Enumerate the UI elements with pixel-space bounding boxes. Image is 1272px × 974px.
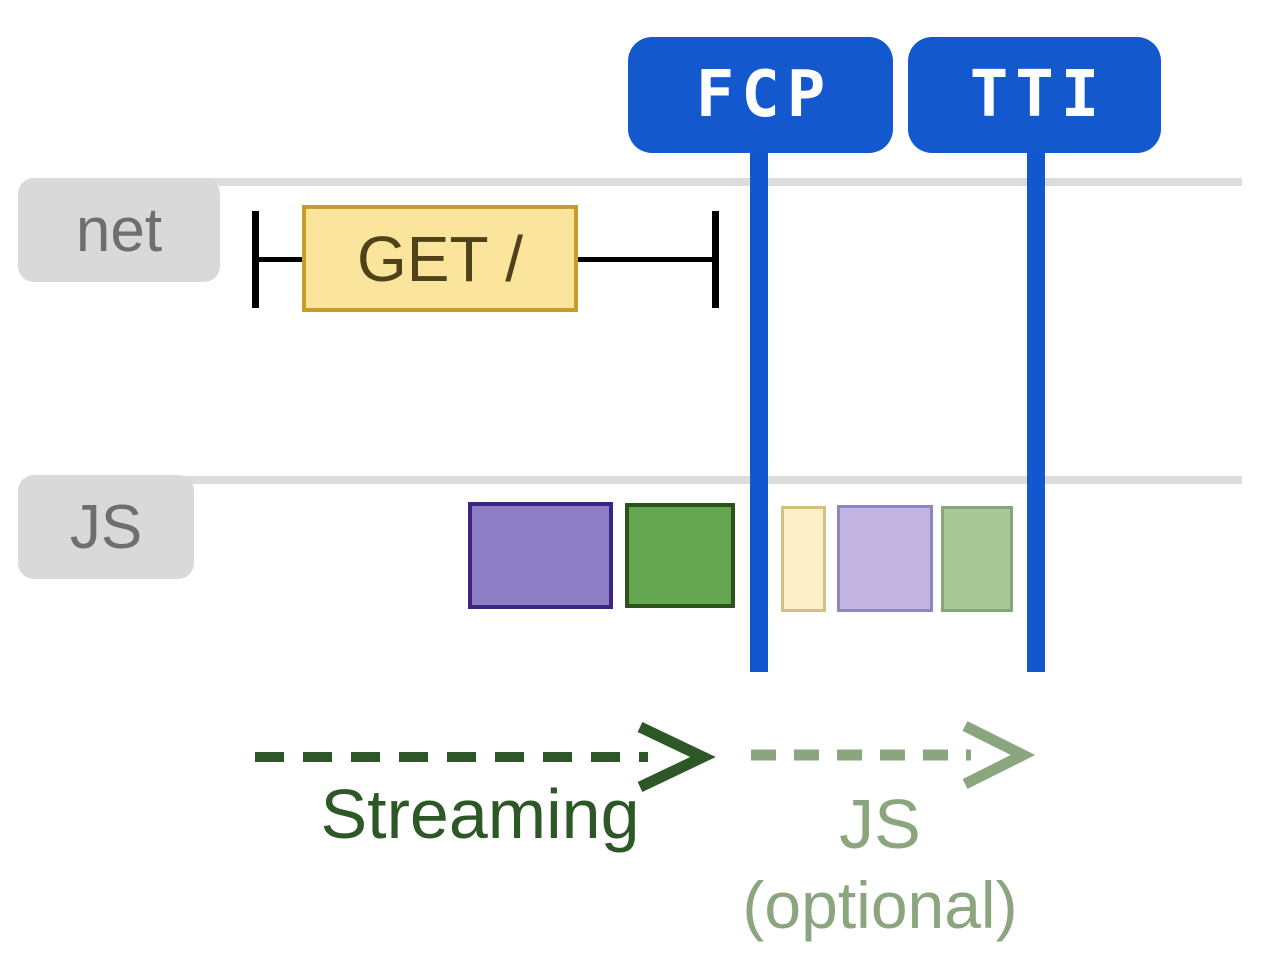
tti-marker-line <box>1027 152 1045 672</box>
js-lane-label: JS <box>18 475 194 579</box>
get-request-label: GET / <box>357 222 523 295</box>
net-lane-label: net <box>18 178 220 282</box>
request-end-tick <box>712 211 719 308</box>
fcp-badge: FCP <box>628 37 893 153</box>
js-lane-line <box>30 476 1242 484</box>
request-start-tick <box>252 211 259 308</box>
js-optional-label-line1: JS <box>839 785 921 863</box>
js-block-solid-purple <box>468 502 613 609</box>
js-block-faded-green <box>941 506 1013 612</box>
tti-badge-text: TTI <box>969 58 1107 132</box>
tti-badge: TTI <box>908 37 1161 153</box>
fcp-badge-text: FCP <box>695 58 833 132</box>
js-optional-label: JS (optional) <box>715 786 1045 942</box>
js-optional-arrow-icon <box>751 721 1035 789</box>
fcp-marker-line <box>750 152 768 672</box>
js-block-faded-lavender <box>837 505 933 612</box>
js-lane-label-text: JS <box>69 492 143 562</box>
get-request-box: GET / <box>302 205 578 312</box>
streaming-label: Streaming <box>230 776 730 853</box>
net-lane-label-text: net <box>75 195 163 265</box>
streaming-arrow-icon <box>255 722 716 792</box>
js-block-faded-yellow <box>781 506 826 612</box>
js-block-solid-green <box>625 503 735 608</box>
streaming-label-text: Streaming <box>320 775 640 853</box>
js-optional-label-line2: (optional) <box>742 868 1018 942</box>
net-lane-line <box>30 178 1242 186</box>
